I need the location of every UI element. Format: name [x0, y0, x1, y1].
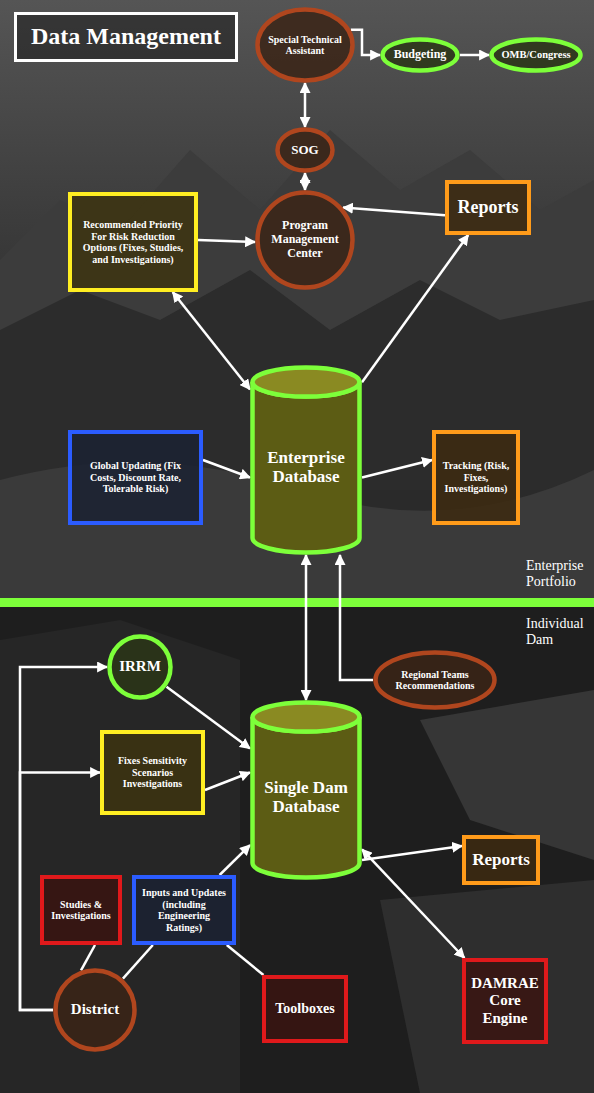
- cylinder-top: [253, 368, 360, 397]
- center-circle: Program Management Center: [255, 190, 355, 290]
- box-outline: [264, 977, 346, 1041]
- node-text: Reports: [458, 197, 519, 218]
- connector-arrow: [362, 460, 432, 478]
- connector-arrow: [460, 54, 489, 57]
- connector-arrow: [81, 945, 95, 970]
- input-box: Inputs and Updates (including Engineerin…: [132, 875, 236, 945]
- engine-box: DAMRAE Core Engine: [462, 958, 548, 1044]
- dam-ground: [0, 607, 594, 1093]
- ellipse-outline: [258, 10, 353, 81]
- study-box: Studies & Investigations: [40, 875, 122, 945]
- option-box: Fixes Sensitivity Scenarios Investigatio…: [100, 730, 205, 815]
- hillside: [0, 620, 240, 1093]
- connector-arrow: [173, 292, 250, 389]
- river: [380, 880, 594, 1093]
- district-circle: District: [53, 968, 137, 1052]
- node-text: Single Dam Database: [258, 778, 354, 817]
- connector-arrow: [351, 30, 380, 55]
- report-box: Reports: [462, 835, 540, 885]
- process-circle: IRRM: [107, 634, 173, 700]
- ellipse-outline: [258, 193, 353, 288]
- connector-arrow: [362, 849, 464, 958]
- node-text: Budgeting: [394, 48, 447, 62]
- ellipse-outline: [376, 653, 495, 708]
- box-outline: [464, 960, 546, 1042]
- group-ellipse: SOG: [275, 127, 335, 173]
- node-text: District: [71, 1001, 119, 1018]
- connector-arrow: [123, 945, 153, 979]
- connector-arrow: [220, 845, 250, 875]
- role-ellipse: Special Technical Assistant: [255, 7, 355, 83]
- connector-arrow: [227, 945, 264, 975]
- node-text: Global Updating (Fix Costs, Discount Rat…: [77, 460, 194, 495]
- node-text: DAMRAE Core Engine: [471, 975, 539, 1027]
- title-text: Data Management: [31, 23, 221, 51]
- node-text: Regional Teams Recommendations: [388, 669, 482, 692]
- node-text: SOG: [291, 143, 318, 158]
- update-box: Global Updating (Fix Costs, Discount Rat…: [68, 430, 203, 525]
- database-cylinder: Single Dam Database: [250, 700, 362, 880]
- process-ellipse: OMB/Congress: [489, 37, 583, 73]
- box-outline: [70, 194, 196, 290]
- team-ellipse: Regional Teams Recommendations: [373, 650, 497, 710]
- node-text: Fixes Sensitivity Scenarios Investigatio…: [109, 755, 196, 790]
- node-text: Enterprise Database: [258, 448, 354, 487]
- node-text: Special Technical Assistant: [267, 34, 343, 57]
- connector-arrow: [343, 208, 445, 216]
- box-outline: [134, 877, 234, 943]
- connector-arrow: [305, 555, 308, 700]
- priority-box: Recommended Priority For Risk Reduction …: [68, 192, 198, 292]
- ellipse-outline: [383, 40, 458, 71]
- connector-arrow: [340, 555, 373, 680]
- node-text: OMB/Congress: [501, 49, 570, 61]
- section-label: Individual Dam: [526, 616, 590, 648]
- database-cylinder: Enterprise Database: [250, 365, 362, 555]
- ellipse-outline: [278, 130, 333, 171]
- process-ellipse: Budgeting: [380, 37, 460, 73]
- box-outline: [447, 182, 529, 233]
- cylinder-body: [253, 717, 360, 877]
- ellipse-outline: [56, 971, 135, 1050]
- title-box: Data Management: [14, 12, 238, 62]
- tracking-box: Tracking (Risk, Fixes, Investigations): [432, 430, 520, 525]
- node-text: Inputs and Updates (including Engineerin…: [141, 887, 227, 933]
- node-text: Toolboxes: [275, 1001, 334, 1017]
- report-box: Reports: [445, 180, 531, 235]
- node-text: IRRM: [119, 658, 161, 675]
- box-outline: [70, 432, 201, 523]
- reservoir: [420, 690, 594, 860]
- cylinder-body: [253, 382, 360, 552]
- tool-box: Toolboxes: [262, 975, 348, 1043]
- box-outline: [102, 732, 203, 813]
- node-text: Recommended Priority For Risk Reduction …: [77, 219, 189, 265]
- connector-arrow: [304, 83, 307, 127]
- node-text: Studies & Investigations: [49, 899, 113, 922]
- connector-arrow: [198, 240, 255, 242]
- connector-arrow: [20, 667, 107, 1010]
- connector-arrow: [203, 460, 250, 478]
- connector-arrow: [304, 173, 307, 190]
- node-text: Tracking (Risk, Fixes, Investigations): [441, 460, 511, 495]
- box-outline: [464, 837, 538, 883]
- node-text: Program Management Center: [267, 219, 343, 260]
- section-label: Enterprise Portfolio: [526, 558, 590, 590]
- box-outline: [434, 432, 518, 523]
- connector-arrow: [362, 235, 468, 382]
- cylinder-top: [253, 703, 360, 732]
- ellipse-outline: [492, 40, 581, 71]
- box-outline: [42, 877, 120, 943]
- ellipse-outline: [110, 637, 171, 698]
- node-text: Reports: [472, 850, 530, 870]
- divider-band: [0, 598, 594, 607]
- connector-arrow: [205, 773, 250, 791]
- connector-arrow: [362, 846, 462, 860]
